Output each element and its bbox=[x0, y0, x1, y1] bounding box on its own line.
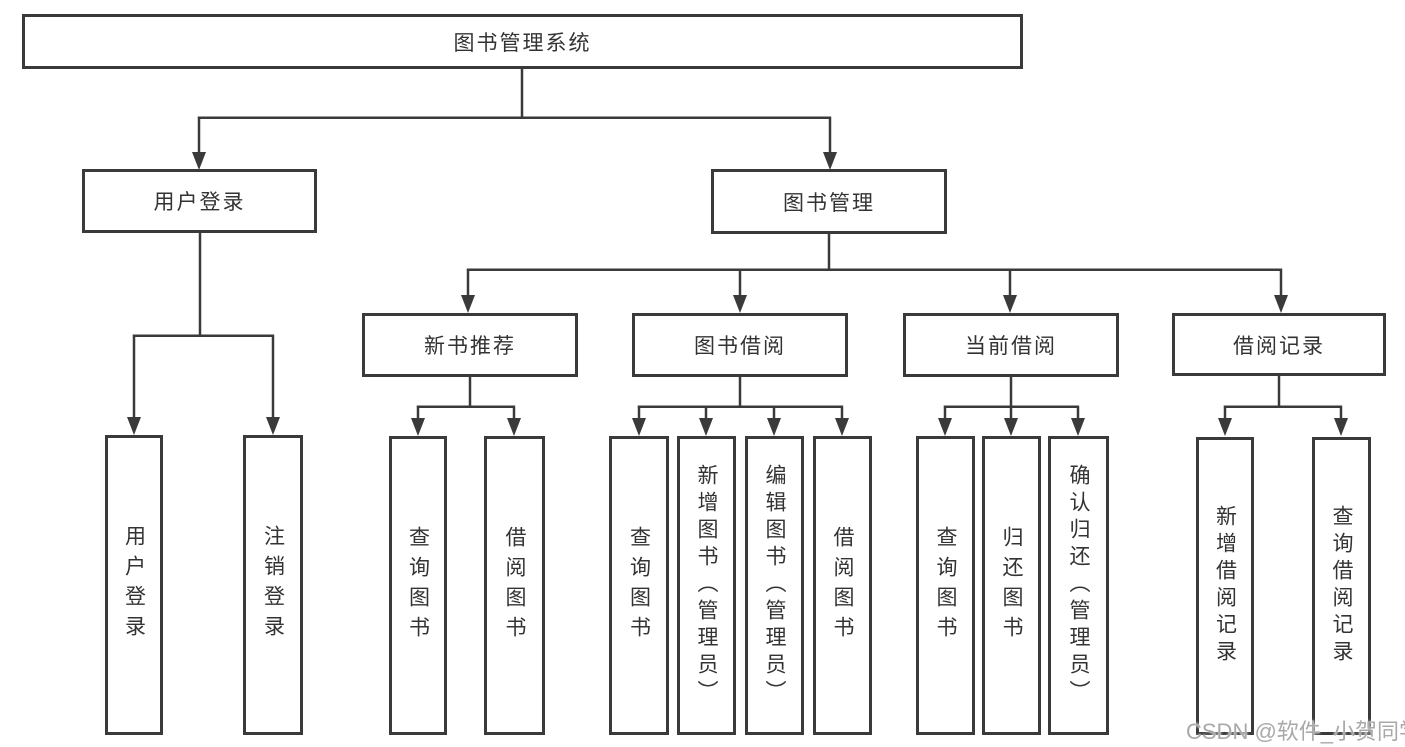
leaf-borrow-edit-books-admin-label: 编辑图书（管理员） bbox=[763, 464, 786, 707]
leaf-records-add-record: 新增借阅记录 bbox=[1196, 437, 1254, 735]
node-borrow-records-label: 借阅记录 bbox=[1233, 334, 1325, 358]
leaf-current-confirm-return-admin-label: 确认归还（管理员） bbox=[1067, 464, 1090, 707]
leaf-logout-label: 注销登录 bbox=[261, 525, 285, 645]
leaf-records-query-record: 查询借阅记录 bbox=[1312, 437, 1371, 735]
node-new-book-recommend: 新书推荐 bbox=[362, 313, 578, 377]
leaf-borrow-add-books-admin: 新增图书（管理员） bbox=[677, 436, 736, 735]
node-book-borrow: 图书借阅 bbox=[632, 313, 848, 377]
node-root-label: 图书管理系统 bbox=[453, 31, 592, 55]
leaf-borrow-add-books-admin-label: 新增图书（管理员） bbox=[695, 464, 718, 707]
leaf-current-confirm-return-admin: 确认归还（管理员） bbox=[1048, 436, 1109, 735]
node-current-borrow-label: 当前借阅 bbox=[965, 335, 1057, 358]
leaf-newrec-query-books-label: 查询图书 bbox=[406, 525, 430, 646]
csdn-watermark: CSDN @软件_小贺同学 bbox=[1186, 719, 1405, 744]
node-book-management: 图书管理 bbox=[711, 169, 947, 234]
node-root: 图书管理系统 bbox=[22, 14, 1023, 69]
leaf-borrow-borrow-books-label: 借阅图书 bbox=[831, 525, 854, 646]
leaf-newrec-query-books: 查询图书 bbox=[389, 436, 447, 735]
node-book-borrow-label: 图书借阅 bbox=[694, 335, 786, 358]
node-current-borrow: 当前借阅 bbox=[903, 313, 1119, 377]
leaf-current-query-books: 查询图书 bbox=[916, 436, 975, 735]
node-user-login-label: 用户登录 bbox=[153, 191, 246, 214]
leaf-newrec-borrow-books-label: 借阅图书 bbox=[503, 525, 526, 646]
leaf-user-login: 用户登录 bbox=[105, 435, 163, 735]
leaf-current-return-books: 归还图书 bbox=[982, 436, 1041, 735]
leaf-user-login-label: 用户登录 bbox=[122, 525, 146, 645]
arrowhead-icons bbox=[127, 152, 1348, 436]
leaf-logout: 注销登录 bbox=[243, 435, 303, 735]
node-book-management-label: 图书管理 bbox=[783, 191, 875, 215]
node-user-login: 用户登录 bbox=[82, 169, 317, 233]
leaf-records-query-record-label: 查询借阅记录 bbox=[1330, 505, 1353, 667]
node-borrow-records: 借阅记录 bbox=[1172, 313, 1386, 376]
leaf-records-add-record-label: 新增借阅记录 bbox=[1213, 505, 1237, 667]
leaf-current-query-books-label: 查询图书 bbox=[934, 525, 957, 646]
leaf-borrow-query-books-label: 查询图书 bbox=[627, 525, 651, 646]
leaf-newrec-borrow-books: 借阅图书 bbox=[484, 436, 545, 735]
leaf-current-return-books-label: 归还图书 bbox=[1000, 525, 1023, 646]
node-new-book-recommend-label: 新书推荐 bbox=[424, 335, 516, 358]
leaf-borrow-borrow-books: 借阅图书 bbox=[813, 436, 872, 735]
leaf-borrow-edit-books-admin: 编辑图书（管理员） bbox=[745, 436, 804, 735]
leaf-borrow-query-books: 查询图书 bbox=[609, 436, 669, 735]
